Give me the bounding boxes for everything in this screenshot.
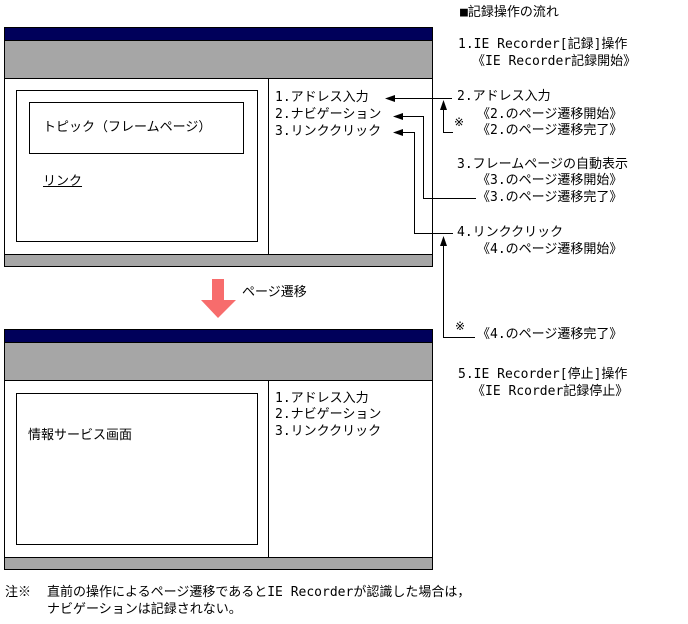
footnote-line-1: 直前の操作によるページ遷移であるとIE Recorderが認識した場合は，: [47, 585, 471, 600]
history-item-link-click: 3.リンククリック: [275, 124, 382, 139]
pane-divider: [268, 79, 269, 255]
toolbar: [5, 41, 432, 79]
content-frame-after: [16, 393, 258, 545]
step-4-event-complete: 《4.のページ遷移完了》: [477, 327, 623, 342]
step-2-event-start: 《2.のページ遷移開始》: [477, 107, 623, 122]
page-link[interactable]: リンク: [43, 174, 83, 189]
step-5-label: 5.IE Recorder[停止]操作: [458, 367, 628, 382]
connector-step2-complete: [443, 108, 453, 133]
step-4-label: 4.リンククリック: [457, 225, 564, 240]
step-1-label: 1.IE Recorder[記録]操作: [458, 37, 628, 52]
history-item-link-click: 3.リンククリック: [275, 424, 382, 439]
footnote-mark: 注※: [5, 585, 32, 600]
history-item-address: 1.アドレス入力: [275, 391, 369, 406]
footnote-line-2: ナビゲーションは記録されない。: [47, 602, 242, 617]
step-2-label: 2.アドレス入力: [457, 89, 551, 104]
status-bar: [5, 557, 432, 569]
step-3-label: 3.フレームページの自動表示: [457, 157, 629, 172]
topic-frame-label: トピック（フレームページ）: [43, 120, 212, 135]
title-bar: [5, 28, 432, 41]
step-4-event-start: 《4.のページ遷移開始》: [477, 242, 623, 257]
step-1-event: 《IE Recorder記録開始》: [472, 54, 637, 69]
pane-divider: [268, 381, 269, 557]
arrowhead-up-icon: [440, 100, 447, 110]
arrowhead-up-icon: [440, 236, 447, 246]
history-item-navigation: 2.ナビゲーション: [275, 407, 382, 422]
status-bar: [5, 254, 432, 266]
step-2-event-complete: 《2.のページ遷移完了》: [477, 123, 623, 138]
step-2-note-mark: ※: [454, 115, 465, 129]
transition-label: ページ遷移: [242, 285, 307, 300]
history-item-address: 1.アドレス入力: [275, 90, 369, 105]
topic-frame-box: [29, 102, 244, 154]
step-3-event-start: 《3.のページ遷移開始》: [477, 173, 623, 188]
flow-title: ■記録操作の流れ: [460, 5, 559, 20]
step-4-note-mark: ※: [455, 319, 466, 333]
toolbar: [5, 343, 432, 381]
step-5-event: 《IE Rcorder記録停止》: [472, 384, 629, 399]
title-bar: [5, 330, 432, 343]
service-screen-label: 情報サービス画面: [28, 428, 133, 443]
step-3-event-complete: 《3.のページ遷移完了》: [477, 190, 623, 205]
history-item-navigation: 2.ナビゲーション: [275, 107, 382, 122]
